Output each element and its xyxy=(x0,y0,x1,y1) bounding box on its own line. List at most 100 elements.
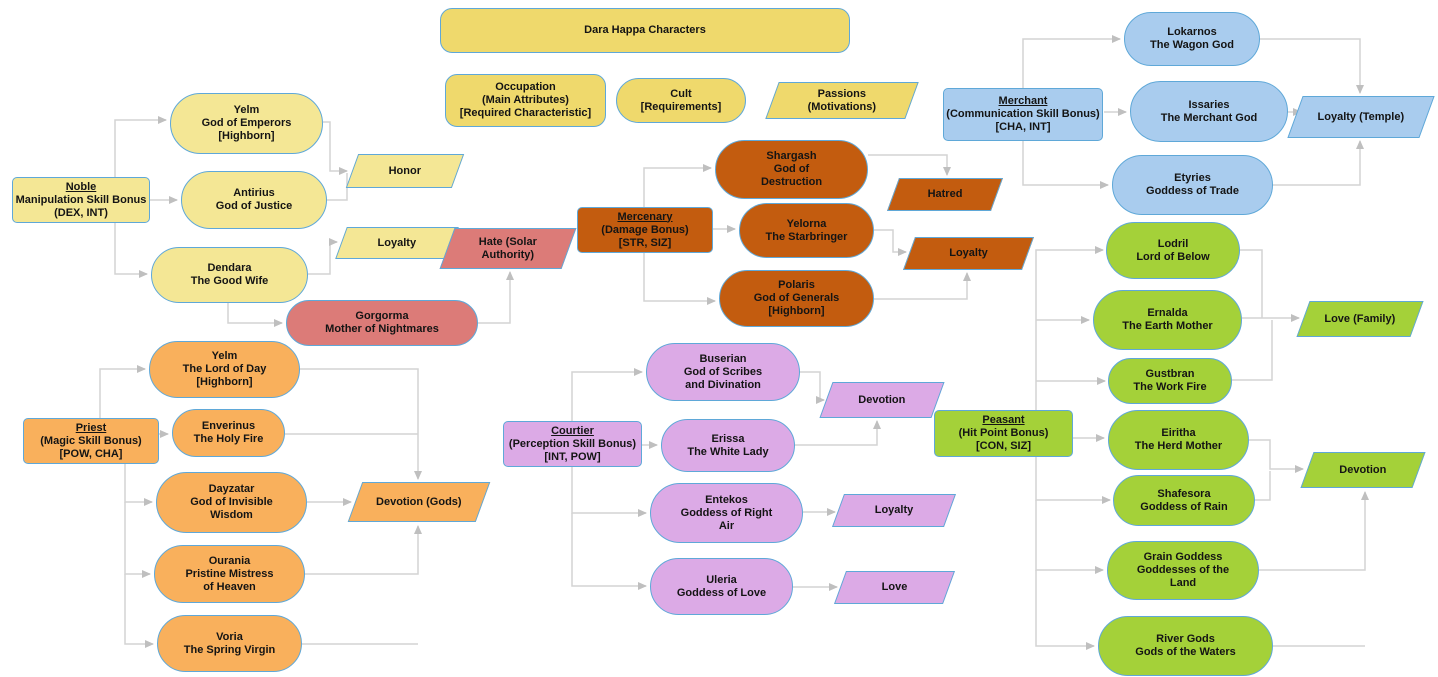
node-etyries-line: Etyries xyxy=(1174,172,1211,184)
node-dayzatar-line: Wisdom xyxy=(210,509,253,521)
node-legend-cult-line: [Requirements] xyxy=(640,100,722,113)
edge-lokarnos-to-loyalty-temple xyxy=(1260,38,1364,94)
node-courtier-box-line: (Perception Skill Bonus) xyxy=(508,437,637,450)
node-peasant-box-line: [CON, SIZ] xyxy=(976,440,1031,452)
edge-dendara-to-loyalty-noble xyxy=(308,238,338,275)
node-devotion-court-label: Devotion xyxy=(827,394,937,407)
node-title-box: Dara Happa Characters xyxy=(440,8,850,53)
node-legend-occupation-line: (Main Attributes) xyxy=(482,94,569,106)
node-erissa-line: Erissa xyxy=(711,432,745,445)
node-priest-box-heading: Priest xyxy=(75,421,107,434)
node-courtier-box-line: [INT, POW] xyxy=(544,450,601,463)
node-dendara-line: Dendara xyxy=(207,262,252,274)
node-buserian-line: God of Scribes xyxy=(683,365,763,378)
node-hatred-line: Hatred xyxy=(927,188,963,200)
node-love-court: Love xyxy=(833,571,956,604)
node-priest-box-label: Priest(Magic Skill Bonus)[POW, CHA] xyxy=(24,422,158,461)
edge-peasant-box-to-shafesora xyxy=(1035,457,1111,504)
node-legend-occupation-label: Occupation(Main Attributes)[Required Cha… xyxy=(446,81,605,120)
node-ourania-line: Ourania xyxy=(208,554,251,567)
edge-buserian-to-devotion-court xyxy=(800,371,825,404)
node-merchant-box-label: Merchant(Communication Skill Bonus)[CHA,… xyxy=(944,95,1102,134)
edge-gorgorma-to-hate-solar xyxy=(478,271,514,324)
node-yelm-day-line: [Highborn] xyxy=(196,376,253,388)
node-courtier-box-heading: Courtier xyxy=(551,424,594,437)
node-courtier-box: Courtier(Perception Skill Bonus)[INT, PO… xyxy=(503,421,642,467)
node-polaris-line: [Highborn] xyxy=(768,305,825,317)
node-entekos-line: Air xyxy=(718,519,735,532)
node-devotion-gods-label: Devotion (Gods) xyxy=(356,496,482,509)
edge-noble-box-to-yelm-emperors xyxy=(114,116,167,177)
node-dayzatar-line: God of Invisible xyxy=(190,496,273,508)
edge-yelm-emperors-to-honor xyxy=(323,121,348,175)
node-erissa-line: The White Lady xyxy=(687,445,769,458)
node-gustbran-line: The Work Fire xyxy=(1133,381,1207,393)
node-priest-box-line: (Magic Skill Bonus) xyxy=(40,434,142,447)
edge-yelorna-to-loyalty-merc xyxy=(874,229,907,256)
node-merchant-box-heading: Merchant xyxy=(998,95,1048,107)
node-ourania-line: of Heaven xyxy=(203,580,256,593)
node-devotion-peasant-line: Devotion xyxy=(1339,463,1387,476)
node-mercenary-box-heading: Mercenary xyxy=(617,210,673,223)
node-loyalty-noble: Loyalty xyxy=(335,227,459,259)
node-loyalty-court-line: Loyalty xyxy=(874,504,914,516)
node-shargash-line: Shargash xyxy=(766,150,817,162)
node-love-family-label: Love (Family) xyxy=(1304,313,1416,326)
edge-merchant-box-to-etyries xyxy=(1022,141,1109,189)
node-ourania-line: Pristine Mistress xyxy=(185,567,274,580)
node-issaries-line: The Merchant God xyxy=(1160,111,1258,124)
node-hate-solar-line: Authority) xyxy=(481,248,535,261)
edge-mercenary-box-to-shargash xyxy=(643,164,712,207)
node-uleria-line: Goddess of Love xyxy=(676,586,767,599)
node-entekos-line: Entekos xyxy=(705,493,748,506)
node-polaris-line: God of Generals xyxy=(753,292,840,304)
node-honor: Honor xyxy=(345,154,465,188)
node-hatred-label: Hatred xyxy=(894,188,996,201)
edge-priest-box-to-dayzatar xyxy=(124,464,153,506)
node-loyalty-temple-label: Loyalty (Temple) xyxy=(1296,111,1426,124)
node-title-box-label: Dara Happa Characters xyxy=(441,24,849,37)
edge-grain-goddess-to-devotion-peasant xyxy=(1259,491,1369,571)
node-voria-line: Voria xyxy=(216,630,243,643)
node-grain-goddess-line: Land xyxy=(1169,577,1197,589)
node-shargash-line: God of xyxy=(773,163,810,175)
node-legend-cult: Cult[Requirements] xyxy=(616,78,746,123)
node-gustbran-line: Gustbran xyxy=(1145,368,1195,380)
node-devotion-court-line: Devotion xyxy=(858,393,906,406)
edge-erissa-to-devotion-court xyxy=(795,420,881,446)
node-legend-passions-label: Passions(Motivations) xyxy=(773,88,911,114)
node-love-court-line: Love xyxy=(881,581,908,593)
node-noble-box-line: Manipulation Skill Bonus xyxy=(15,193,147,206)
node-lodril-line: Lodril xyxy=(1157,237,1189,250)
node-courtier-box-label: Courtier(Perception Skill Bonus)[INT, PO… xyxy=(504,425,641,464)
node-legend-occupation-line: [Required Characteristic] xyxy=(459,107,592,119)
node-honor-line: Honor xyxy=(388,164,422,177)
edge-peasant-box-to-river-gods xyxy=(1035,570,1095,650)
node-yelm-emperors-line: [Highborn] xyxy=(218,130,275,142)
node-legend-cult-label: Cult[Requirements] xyxy=(617,88,745,114)
